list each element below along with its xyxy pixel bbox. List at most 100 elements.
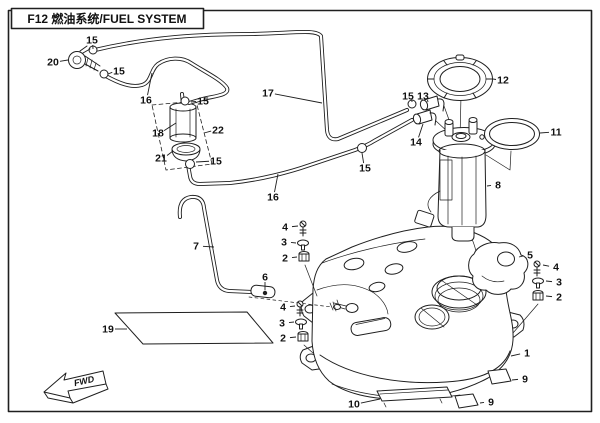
fuel-hose-17 [93,29,409,142]
callout-4[interactable]: 4 [542,262,559,274]
callout-number-20[interactable]: 20 [47,57,59,69]
callout-number-8[interactable]: 8 [495,180,501,192]
callout-10[interactable]: 10 [348,399,381,411]
callout-22[interactable]: 22 [203,125,224,137]
callout-2[interactable]: 2 [280,333,297,345]
callout-number-10[interactable]: 10 [348,399,360,411]
callout-9[interactable]: 9 [479,397,494,409]
callout-number-18[interactable]: 18 [152,128,164,140]
callout-number-3[interactable]: 3 [279,318,285,330]
callout-number-4[interactable]: 4 [282,222,288,234]
callout-4[interactable]: 4 [282,222,299,234]
callout-number-3[interactable]: 3 [281,237,287,249]
callout-number-21[interactable]: 21 [155,153,167,165]
callout-7[interactable]: 7 [193,241,215,253]
fastener-stack-lower [295,300,314,354]
callout-number-2[interactable]: 2 [556,292,562,304]
callout-number-13[interactable]: 13 [417,91,429,103]
callout-15[interactable]: 15 [107,66,125,78]
callout-number-3[interactable]: 3 [556,277,562,289]
callout-leader [427,99,429,103]
callout-number-9[interactable]: 9 [488,397,494,409]
callout-2[interactable]: 2 [545,292,562,304]
callout-21[interactable]: 21 [155,150,174,165]
callout-leader [492,78,497,80]
vent-hose-7 [177,194,276,299]
callout-15[interactable]: 15 [195,156,222,168]
callout-number-2[interactable]: 2 [280,333,286,345]
callout-number-16[interactable]: 16 [267,192,279,204]
callout-number-2[interactable]: 2 [282,253,288,265]
callout-number-15[interactable]: 15 [210,156,222,168]
callout-3[interactable]: 3 [279,318,295,330]
callout-2[interactable]: 2 [282,253,298,265]
callout-20[interactable]: 20 [47,57,69,69]
callout-number-16[interactable]: 16 [140,95,152,107]
callout-17[interactable]: 17 [262,88,323,104]
heat-shield-pad-19 [114,311,274,345]
callout-number-9[interactable]: 9 [522,374,528,386]
callout-12[interactable]: 12 [492,75,509,87]
callout-8[interactable]: 8 [486,180,501,192]
sticker-9-upper [487,368,512,385]
callout-leader [166,150,174,156]
callout-leader [510,353,521,357]
callout-leader [291,225,299,228]
callout-3[interactable]: 3 [281,237,297,249]
callout-leader [147,72,153,96]
callout-leader [274,93,323,104]
callout-leader [479,402,485,404]
callout-leader [539,131,550,134]
callout-16[interactable]: 16 [267,173,279,204]
callout-leader [288,321,295,324]
callout-leader [202,245,215,248]
callout-4[interactable]: 4 [280,302,296,314]
callout-number-4[interactable]: 4 [553,262,559,274]
callout-6[interactable]: 6 [262,272,268,291]
callout-number-6[interactable]: 6 [262,272,268,284]
callout-leader [518,255,524,258]
callout-11[interactable]: 11 [539,127,562,139]
callout-15[interactable]: 15 [402,91,414,103]
callout-number-15[interactable]: 15 [86,35,98,47]
fuel-fitting-20 [68,45,101,72]
fastener-stack-upper [297,220,318,297]
callout-19[interactable]: 19 [102,324,127,336]
callout-number-1[interactable]: 1 [524,348,530,360]
callout-number-15[interactable]: 15 [197,96,209,108]
callout-number-7[interactable]: 7 [193,241,199,253]
callout-15[interactable]: 15 [86,35,98,50]
callout-number-11[interactable]: 11 [550,127,561,139]
callout-13[interactable]: 13 [417,91,429,103]
callout-number-19[interactable]: 19 [102,324,114,336]
callout-number-15[interactable]: 15 [113,66,125,78]
callout-number-5[interactable]: 5 [527,250,533,262]
callout-leader [418,123,424,138]
callout-number-17[interactable]: 17 [262,88,274,100]
callout-leader [291,256,298,259]
callout-number-4[interactable]: 4 [280,302,286,314]
callout-leader [290,241,297,244]
callout-number-12[interactable]: 12 [497,75,509,87]
callout-15[interactable]: 15 [359,152,371,175]
lock-ring-12 [427,54,493,101]
callout-16[interactable]: 16 [140,72,153,107]
sticker-10 [376,386,453,408]
callout-number-14[interactable]: 14 [410,137,422,149]
fuel-cap-5 [468,242,529,295]
callout-number-15[interactable]: 15 [359,163,371,175]
callout-5[interactable]: 5 [518,250,533,262]
callout-3[interactable]: 3 [545,277,562,289]
fwd-arrow: FWD [43,370,109,404]
callout-15[interactable]: 15 [190,96,209,108]
page-title: F12 燃油系统/FUEL SYSTEM [27,11,186,26]
callout-18[interactable]: 18 [152,122,177,140]
callout-14[interactable]: 14 [410,123,424,149]
callout-number-22[interactable]: 22 [212,125,224,137]
callout-leader [545,280,553,283]
callout-1[interactable]: 1 [510,348,530,360]
callout-number-15[interactable]: 15 [402,91,414,103]
callout-9[interactable]: 9 [511,374,528,386]
